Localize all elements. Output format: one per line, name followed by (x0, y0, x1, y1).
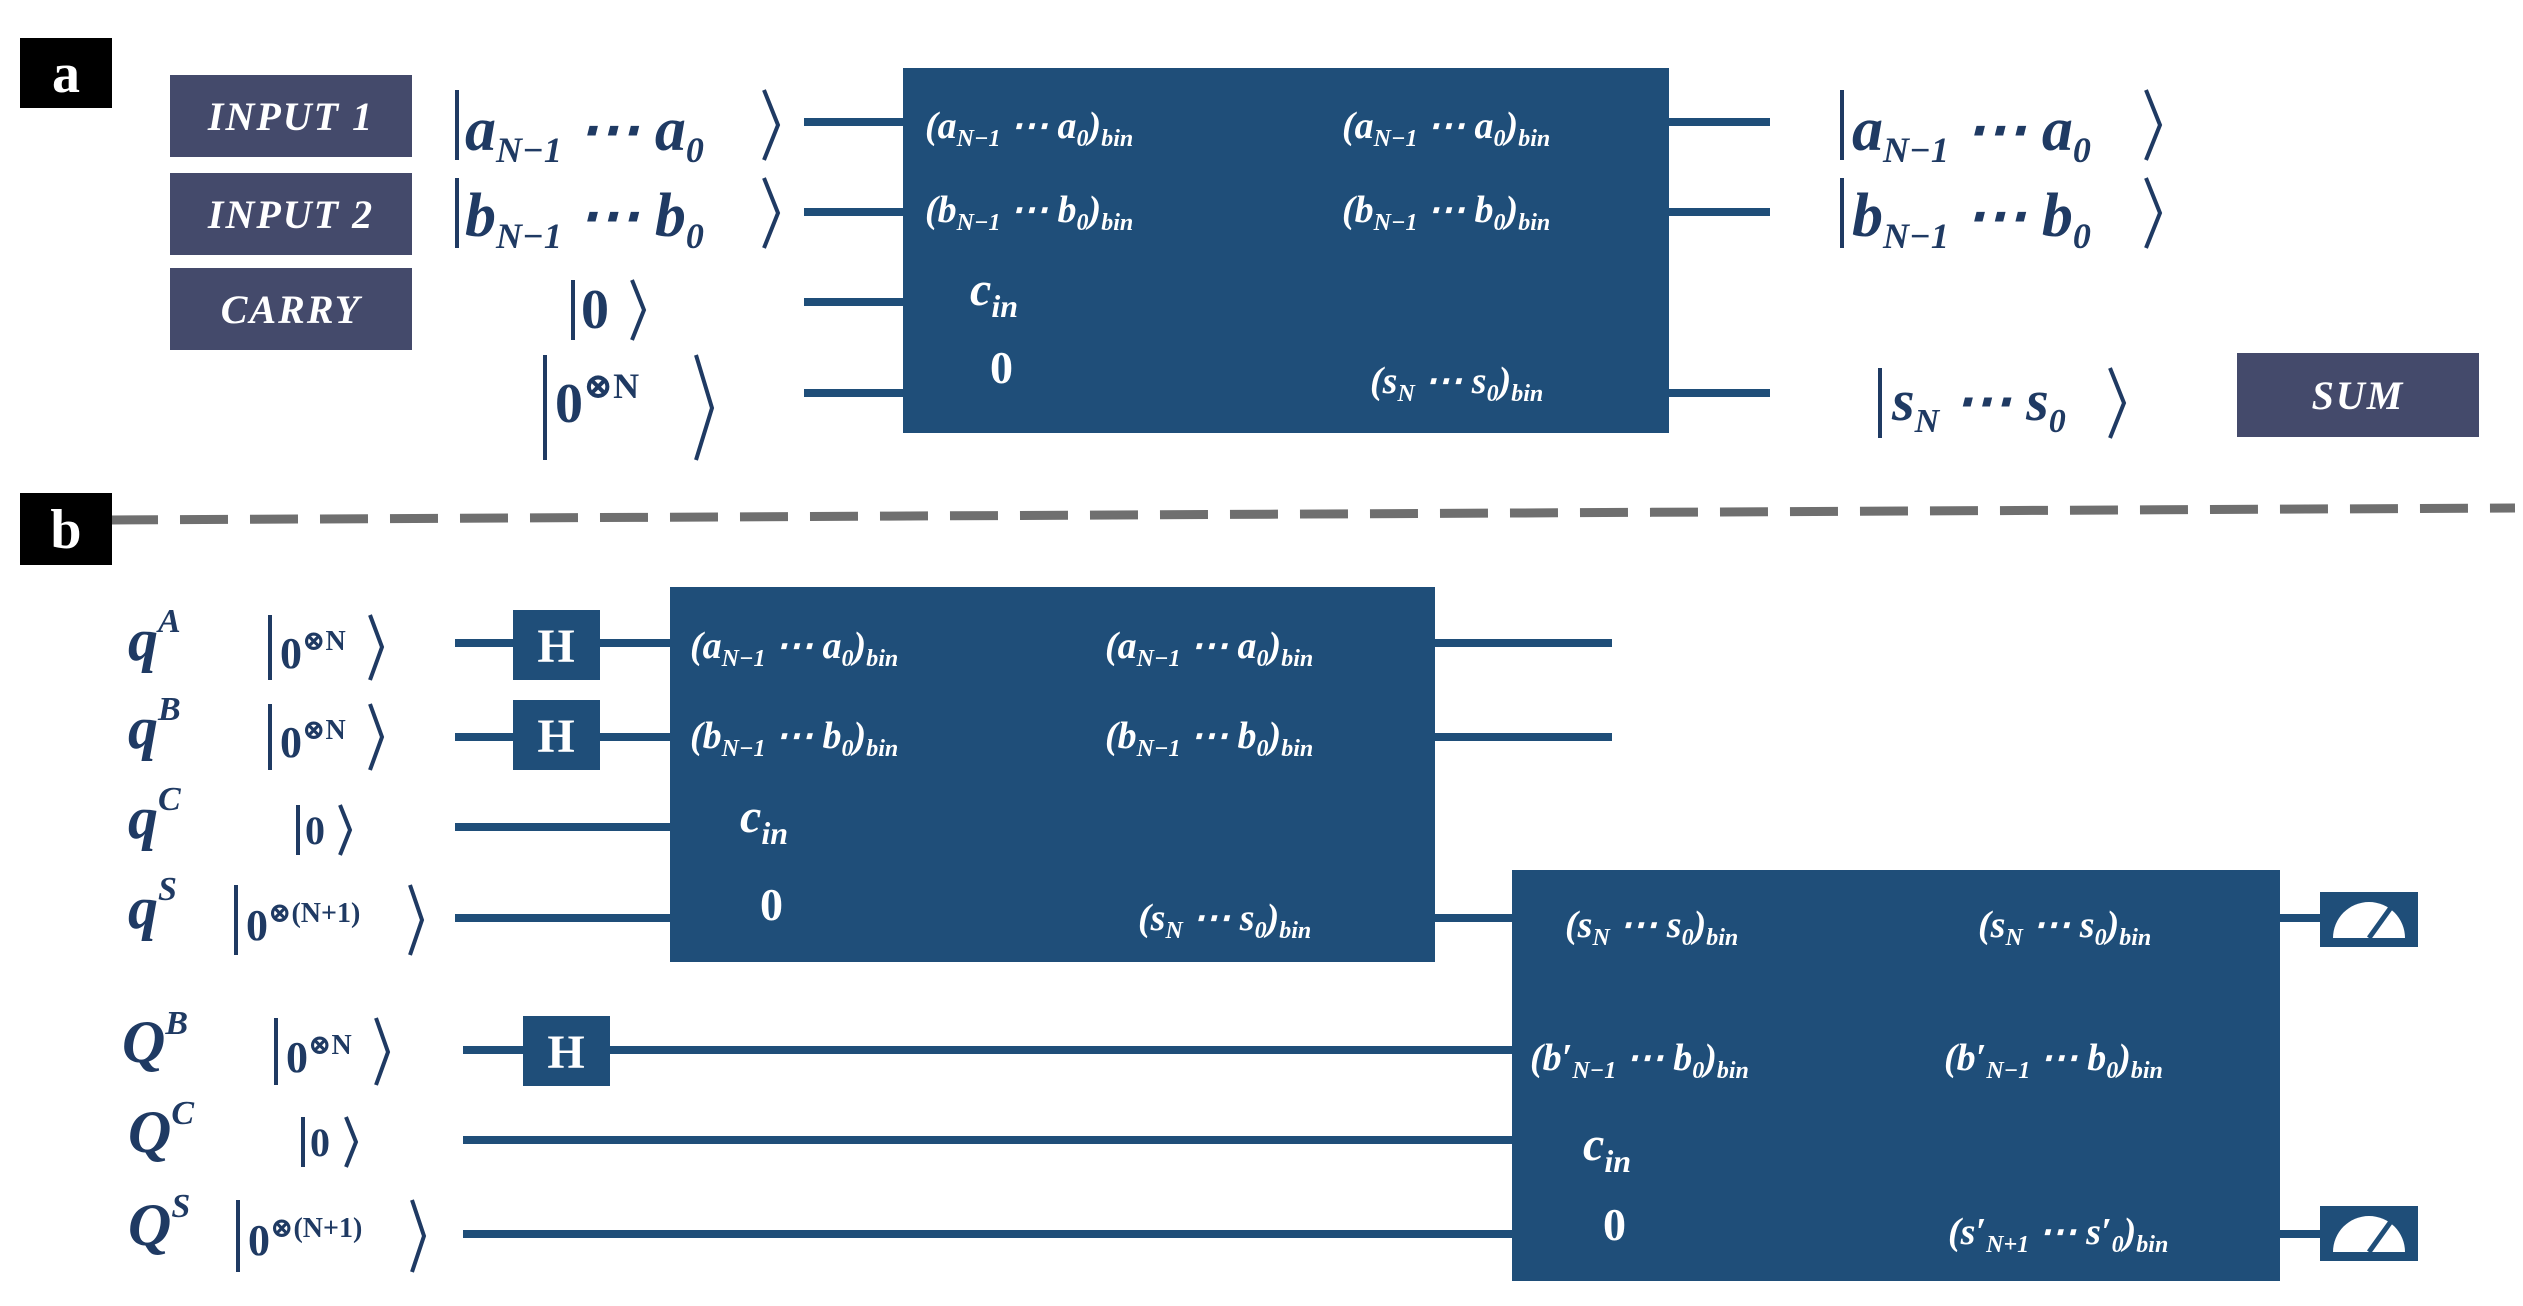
svg-text:0⊗N: 0⊗N (280, 715, 346, 767)
svg-text:CARRY: CARRY (221, 287, 363, 332)
block-a-cin: cin (970, 263, 1018, 324)
svg-text:0⊗N: 0⊗N (280, 626, 346, 678)
ket-output-b: bN−1 ⋯ b0 (1840, 177, 2163, 256)
svg-text:bN−1 ⋯ b0: bN−1 ⋯ b0 (465, 182, 704, 256)
svg-text:aN−1 ⋯ a0: aN−1 ⋯ a0 (465, 96, 704, 170)
svg-text:0: 0 (305, 808, 325, 853)
adder-block-b1: (aN−1 ⋯ a0)bin (bN−1 ⋯ b0)bin cin 0 (aN−… (670, 587, 1435, 962)
panel-b-tag: b (50, 499, 81, 561)
svg-text:0⊗N: 0⊗N (555, 366, 639, 435)
block-b1-in-a: (aN−1 ⋯ a0)bin (690, 625, 898, 672)
ket-qC: 0 (296, 804, 353, 856)
input1-label: INPUT 1 (170, 75, 412, 157)
block-b2-in-b: (b′N−1 ⋯ b0)bin (1530, 1037, 1749, 1084)
block-b1-in-b: (bN−1 ⋯ b0)bin (690, 715, 898, 762)
ket-QS: 0⊗(N+1) (236, 1199, 427, 1273)
block-a-out-s: (sN ⋯ s0)bin (1370, 360, 1543, 407)
block-b1-cin: cin (740, 790, 788, 851)
qubit-label-QC: QC (128, 1095, 194, 1165)
sum-label: SUM (2237, 353, 2479, 437)
carry-label: CARRY (170, 268, 412, 350)
block-b2-out-s2: (s′N+1 ⋯ s′0)bin (1948, 1211, 2168, 1258)
svg-text:sN ⋯ s0: sN ⋯ s0 (1891, 368, 2066, 440)
qubit-label-QB: QB (122, 1005, 188, 1075)
measurement-meter-icon (2320, 1206, 2418, 1261)
svg-text:0⊗N: 0⊗N (286, 1030, 352, 1082)
panel-b-tag-box (20, 493, 112, 565)
ket-qS: 0⊗(N+1) (234, 884, 425, 956)
block-b1-out-s: (sN ⋯ s0)bin (1138, 897, 1311, 944)
panel-a: a INPUT 1 INPUT 2 CARRY SUM aN−1 ⋯ a0 bN… (20, 38, 2479, 461)
panel-a-tag-box (20, 38, 112, 108)
ket-input-zero-register: 0⊗N (543, 354, 715, 461)
measurement-meter-icon (2320, 892, 2418, 947)
panel-a-tag: a (52, 43, 80, 105)
ket-output-sum: sN ⋯ s0 (1878, 367, 2127, 440)
qubit-label-qB: qB (128, 691, 181, 761)
block-b1-out-a: (aN−1 ⋯ a0)bin (1105, 625, 1313, 672)
panel-b: b qA qB qC qS QB QC QS 0⊗N 0⊗N 0 0⊗(N+1) (20, 493, 2418, 1281)
svg-text:0⊗(N+1): 0⊗(N+1) (248, 1213, 362, 1265)
qubit-label-QS: QS (128, 1188, 190, 1258)
qubit-label-qC: qC (128, 781, 181, 851)
block-b2-in-s: (sN ⋯ s0)bin (1565, 904, 1738, 951)
ket-input-b: bN−1 ⋯ b0 (455, 177, 781, 256)
block-b2-out-b: (b′N−1 ⋯ b0)bin (1944, 1037, 2163, 1084)
hadamard-gate-QB: H (523, 1016, 610, 1086)
svg-text:H: H (547, 1026, 584, 1079)
panel-divider (109, 503, 2516, 525)
block-b1-out-b: (bN−1 ⋯ b0)bin (1105, 715, 1313, 762)
block-b2-zero: 0 (1603, 1199, 1626, 1250)
block-a-in-b: (bN−1 ⋯ b0)bin (925, 189, 1133, 236)
block-b2-out-s: (sN ⋯ s0)bin (1978, 904, 2151, 951)
ket-QB: 0⊗N (274, 1017, 391, 1086)
ket-qA: 0⊗N (268, 614, 385, 681)
svg-text:0⊗(N+1): 0⊗(N+1) (246, 898, 360, 950)
hadamard-gate-qA: H (513, 610, 600, 680)
qubit-label-qA: qA (128, 603, 181, 673)
svg-text:H: H (537, 710, 574, 763)
ket-input-a: aN−1 ⋯ a0 (455, 89, 781, 170)
svg-text:bN−1 ⋯ b0: bN−1 ⋯ b0 (1852, 182, 2091, 256)
svg-text:SUM: SUM (2312, 373, 2405, 418)
block-b1-zero: 0 (760, 879, 783, 930)
svg-text:0: 0 (581, 279, 609, 341)
svg-text:INPUT 2: INPUT 2 (207, 192, 374, 237)
svg-text:0: 0 (310, 1120, 330, 1165)
block-a-zero: 0 (990, 342, 1013, 393)
hadamard-gate-qB: H (513, 700, 600, 770)
svg-text:H: H (537, 620, 574, 673)
adder-block-a: (aN−1 ⋯ a0)bin (bN−1 ⋯ b0)bin cin 0 (aN−… (903, 68, 1669, 433)
block-a-out-a: (aN−1 ⋯ a0)bin (1342, 105, 1550, 152)
input2-label: INPUT 2 (170, 173, 412, 255)
ket-input-carry: 0 (571, 279, 647, 341)
ket-QC: 0 (301, 1116, 359, 1168)
block-b2-cin: cin (1583, 1118, 1631, 1179)
ket-output-a: aN−1 ⋯ a0 (1840, 89, 2163, 170)
block-a-in-a: (aN−1 ⋯ a0)bin (925, 105, 1133, 152)
ket-qB: 0⊗N (268, 703, 385, 771)
svg-text:aN−1 ⋯ a0: aN−1 ⋯ a0 (1852, 96, 2091, 170)
adder-block-b2: (sN ⋯ s0)bin (b′N−1 ⋯ b0)bin cin 0 (sN ⋯… (1512, 870, 2280, 1281)
svg-text:INPUT 1: INPUT 1 (207, 94, 374, 139)
block-a-out-b: (bN−1 ⋯ b0)bin (1342, 189, 1550, 236)
qubit-label-qS: qS (128, 871, 177, 941)
